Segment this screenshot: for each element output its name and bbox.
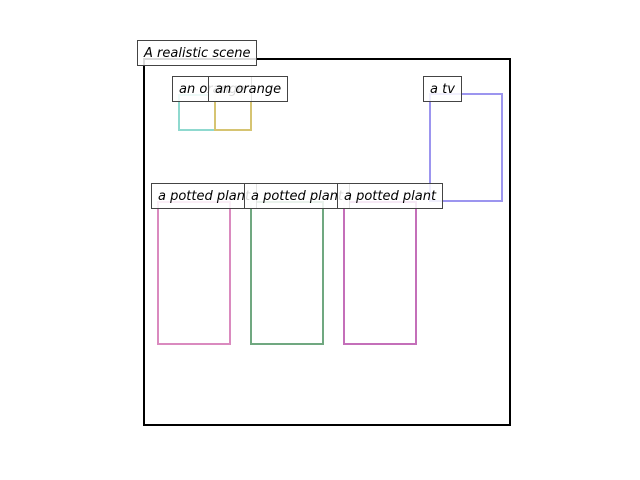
potted-plant-box-3	[343, 201, 417, 345]
tv-label: a tv	[423, 76, 462, 102]
potted-plant-label-3: a potted plant	[337, 183, 444, 209]
potted-plant-box-2	[250, 201, 324, 345]
potted-plant-box-1	[157, 201, 231, 345]
potted-plant-label-1: a potted plant	[151, 183, 258, 209]
scene-frame	[143, 58, 511, 426]
tv-box	[429, 93, 503, 202]
scene-caption: A realistic scene	[137, 40, 258, 66]
potted-plant-label-2: a potted plant	[244, 183, 351, 209]
orange-label-2: an orange	[208, 76, 289, 102]
